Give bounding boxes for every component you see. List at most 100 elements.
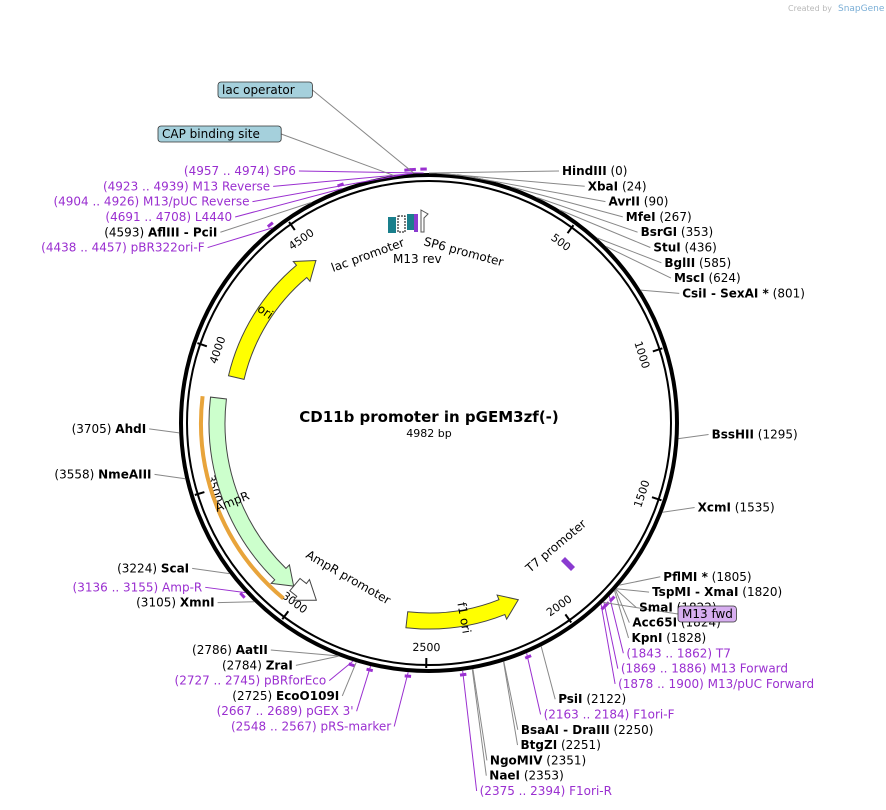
site-name: StuI bbox=[653, 241, 680, 255]
site-label: MscI (624) bbox=[674, 271, 741, 285]
site-name: AflIII - PciI bbox=[148, 225, 217, 239]
site-name: XcmI bbox=[698, 501, 731, 515]
m13-rev-marker bbox=[414, 214, 418, 232]
feature-arrow-ori bbox=[227, 259, 317, 381]
site-label: PsiI (2122) bbox=[558, 692, 626, 706]
tick-2000 bbox=[564, 613, 573, 624]
leader-line bbox=[596, 237, 662, 264]
primer-range: (2163 .. 2184) bbox=[544, 708, 630, 722]
leader-line bbox=[356, 665, 372, 712]
primer-range: (4438 .. 4457) bbox=[41, 241, 127, 255]
leader-line bbox=[462, 670, 478, 792]
site-name: BssHII bbox=[712, 427, 754, 441]
site-name: ZraI bbox=[266, 658, 293, 672]
leader-line bbox=[207, 227, 273, 249]
site-position: (2786) bbox=[192, 643, 236, 657]
site-name: NgoMIV bbox=[490, 753, 543, 767]
boxed-label-bg bbox=[217, 81, 313, 99]
site-name: XmnI bbox=[180, 596, 215, 610]
boxed-label: CAP binding site bbox=[162, 127, 260, 141]
site-label: CsiI - SexAI * (801) bbox=[682, 286, 805, 300]
site-position: (585) bbox=[695, 256, 731, 270]
primer-label: (2548 .. 2567) pRS-marker bbox=[231, 720, 391, 734]
primer-range: (2375 .. 2394) bbox=[480, 784, 566, 798]
primer-name: L4440 bbox=[191, 210, 232, 224]
primer-label: (4904 .. 4926) M13/pUC Reverse bbox=[53, 195, 249, 209]
ampr-promoter-label: AmpR promoter bbox=[304, 547, 394, 607]
site-position: (2353) bbox=[520, 769, 564, 783]
site-position: (24) bbox=[618, 179, 646, 193]
site-label: (3558) NmeAIII bbox=[54, 467, 151, 481]
site-label: StuI (436) bbox=[653, 241, 716, 255]
primer-range: (2548 .. 2567) bbox=[231, 720, 317, 734]
leader-line bbox=[640, 289, 680, 294]
leader-line bbox=[205, 586, 246, 594]
site-name: AvrII bbox=[608, 195, 640, 209]
site-position: (353) bbox=[677, 225, 713, 239]
leader-line bbox=[678, 433, 709, 440]
site-label: BglII (585) bbox=[664, 256, 731, 270]
primer-range: (4691 .. 4708) bbox=[105, 210, 191, 224]
sp6-promoter-marker bbox=[420, 209, 429, 233]
tick-label: 2500 bbox=[412, 641, 440, 654]
site-position: (801) bbox=[769, 286, 805, 300]
primer-label: (4957 .. 4974) SP6 bbox=[184, 164, 296, 178]
site-label: (3105) XmnI bbox=[136, 596, 214, 610]
map-title: CD11b promoter in pGEM3zf(-) bbox=[299, 408, 559, 426]
leader-line bbox=[559, 209, 651, 248]
primer-label: (4438 .. 4457) pBR322ori-F bbox=[41, 241, 205, 255]
lac-promoter-marker bbox=[397, 215, 406, 233]
leader-line bbox=[614, 589, 630, 623]
tick-3500 bbox=[194, 491, 205, 496]
boxed-label: lac operator bbox=[222, 83, 295, 97]
leader-line bbox=[220, 202, 312, 233]
site-position: (1820) bbox=[738, 585, 782, 599]
tick-4500 bbox=[288, 221, 296, 231]
site-label: (4593) AflIII - PciI bbox=[104, 225, 217, 239]
leader-line bbox=[192, 567, 230, 575]
site-name: EcoO109I bbox=[276, 689, 339, 703]
primer-name: pGEX 3' bbox=[302, 704, 353, 718]
tick-label: 1000 bbox=[631, 340, 652, 371]
leader-line bbox=[619, 576, 661, 586]
leader-line bbox=[616, 588, 650, 593]
site-label: BssHII (1295) bbox=[712, 427, 798, 441]
site-label: HindIII (0) bbox=[562, 164, 628, 178]
site-name: CsiI - SexAI * bbox=[682, 286, 769, 300]
primer-label: (1878 .. 1900) M13/pUC Forward bbox=[618, 677, 814, 691]
leader-line bbox=[149, 428, 180, 434]
leader-line bbox=[341, 662, 357, 697]
primer-range: (2727 .. 2745) bbox=[175, 674, 261, 688]
m13-rev-label: M13 rev bbox=[393, 252, 442, 266]
tick-3000 bbox=[281, 610, 290, 620]
site-position: (2250) bbox=[610, 723, 654, 737]
site-position: (90) bbox=[640, 195, 668, 209]
leader-line bbox=[154, 473, 186, 480]
primer-name: M13/pUC Forward bbox=[704, 677, 814, 691]
site-position: (2725) bbox=[232, 689, 276, 703]
site-position: (1828) bbox=[662, 631, 706, 645]
site-position: (1295) bbox=[754, 427, 798, 441]
tick-1500 bbox=[651, 496, 662, 502]
site-name: NmeAIII bbox=[98, 467, 151, 481]
site-name: HindIII bbox=[562, 164, 607, 178]
small-feature-markers bbox=[388, 209, 575, 571]
backbone-inner-ring bbox=[186, 180, 672, 666]
boxed-label: M13 fwd bbox=[682, 607, 733, 621]
site-name: NaeI bbox=[489, 769, 520, 783]
credit-prefix: Created by bbox=[788, 4, 832, 13]
leader-line bbox=[281, 133, 394, 176]
primer-name: pBR322ori-F bbox=[127, 241, 205, 255]
feature-arrow-ampr-promoter bbox=[289, 577, 318, 601]
leader-line bbox=[603, 601, 619, 669]
site-name: TspMI - XmaI bbox=[652, 585, 738, 599]
leader-line bbox=[235, 188, 343, 218]
site-position: (624) bbox=[705, 271, 741, 285]
site-label: BsaAI - DraIII (2250) bbox=[521, 723, 654, 737]
site-name: ScaI bbox=[161, 561, 189, 575]
site-label: BtgZI (2251) bbox=[521, 738, 601, 752]
primer-label: (4923 .. 4939) M13 Reverse bbox=[103, 179, 270, 193]
tick-4000 bbox=[197, 342, 208, 348]
primer-label: (2375 .. 2394) F1ori-R bbox=[480, 784, 612, 798]
